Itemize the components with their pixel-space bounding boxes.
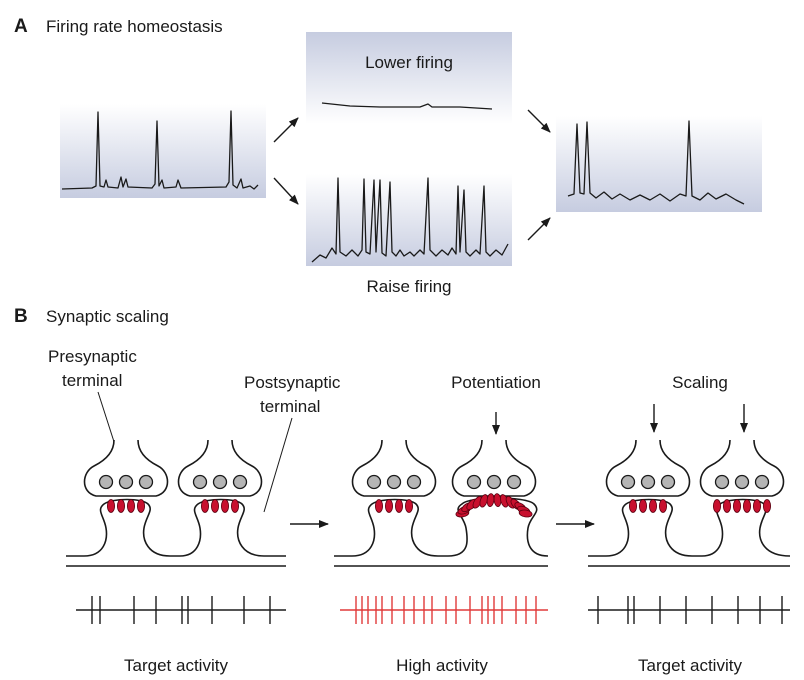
- lower-firing-panel: [306, 32, 512, 124]
- ampa-receptor: [136, 499, 145, 513]
- vesicle: [660, 474, 676, 490]
- caption-target-activity-1: Target activity: [124, 656, 228, 675]
- ampa-receptor: [518, 509, 533, 518]
- ampa-receptor: [659, 499, 668, 513]
- potentiation-label: Potentiation: [451, 373, 541, 392]
- vesicle: [98, 474, 114, 490]
- ampa-receptor: [220, 499, 229, 513]
- lower-firing-trace: [321, 102, 493, 110]
- ampa-receptor: [230, 499, 239, 513]
- ampa-receptor: [394, 499, 403, 513]
- raise-firing-label: Raise firing: [366, 277, 451, 296]
- arrow-from-raise: [527, 217, 551, 241]
- presynaptic-terminals: [83, 439, 785, 497]
- raise-firing-trace: [311, 177, 509, 263]
- vesicle: [506, 474, 522, 490]
- ampa-receptor: [200, 499, 209, 513]
- ampa-receptor: [649, 499, 658, 513]
- homeostatic-trace: [567, 120, 745, 205]
- arrow-from-lower: [527, 109, 551, 133]
- receptors: [107, 493, 772, 518]
- ampa-receptor: [743, 499, 752, 513]
- lower-firing-label: Lower firing: [365, 53, 453, 72]
- presynaptic-label-line2: terminal: [62, 371, 122, 390]
- ampa-receptor: [723, 499, 732, 513]
- vesicle: [620, 474, 636, 490]
- raster-target-1: [76, 596, 286, 624]
- arrow-to-raise: [273, 177, 299, 205]
- vesicle: [754, 474, 770, 490]
- ampa-receptor: [753, 499, 762, 513]
- caption-target-activity-2: Target activity: [638, 656, 742, 675]
- baseline-trace: [61, 110, 259, 190]
- ampa-receptor: [107, 499, 116, 513]
- panel-a-letter: A: [14, 16, 28, 37]
- vesicle: [466, 474, 482, 490]
- vesicle: [406, 474, 422, 490]
- ampa-receptor: [629, 499, 638, 513]
- homeostatic-trace-panel: [556, 116, 762, 212]
- panel-b-title: Synaptic scaling: [46, 307, 169, 326]
- postsynaptic-membrane-group-1: [66, 498, 286, 557]
- ampa-receptor: [713, 499, 722, 513]
- vesicle: [640, 474, 656, 490]
- ampa-receptor: [639, 499, 648, 513]
- panel-a-title: Firing rate homeostasis: [46, 17, 223, 36]
- ampa-receptor: [374, 499, 383, 513]
- presynaptic-label-line1: Presynaptic: [48, 347, 137, 366]
- ampa-receptor: [384, 499, 393, 513]
- vesicle: [714, 474, 730, 490]
- vesicle: [734, 474, 750, 490]
- vesicle: [212, 474, 228, 490]
- vesicle: [118, 474, 134, 490]
- spike-rasters: [76, 596, 790, 624]
- vesicle: [366, 474, 382, 490]
- caption-high-activity: High activity: [396, 656, 488, 675]
- scaling-label: Scaling: [672, 373, 728, 392]
- vesicle: [386, 474, 402, 490]
- postsynaptic-label-line2: terminal: [260, 397, 320, 416]
- raster-high: [340, 596, 548, 624]
- panel-b-letter: B: [14, 306, 28, 327]
- presynaptic-leader: [97, 391, 117, 449]
- postsynaptic-leader: [263, 417, 293, 513]
- vesicle: [486, 474, 502, 490]
- arrow-to-lower: [273, 117, 299, 143]
- ampa-receptor: [210, 499, 219, 513]
- ampa-receptor: [763, 499, 772, 513]
- ampa-receptor: [117, 499, 126, 513]
- vesicle: [232, 474, 248, 490]
- raster-target-2: [588, 596, 790, 624]
- ampa-receptor: [127, 499, 136, 513]
- vesicle: [192, 474, 208, 490]
- ampa-receptor: [733, 499, 742, 513]
- postsynaptic-membrane-group-2: [334, 497, 549, 557]
- vesicle: [138, 474, 154, 490]
- ampa-receptor: [404, 499, 413, 513]
- postsynaptic-label-line1: Postsynaptic: [244, 373, 341, 392]
